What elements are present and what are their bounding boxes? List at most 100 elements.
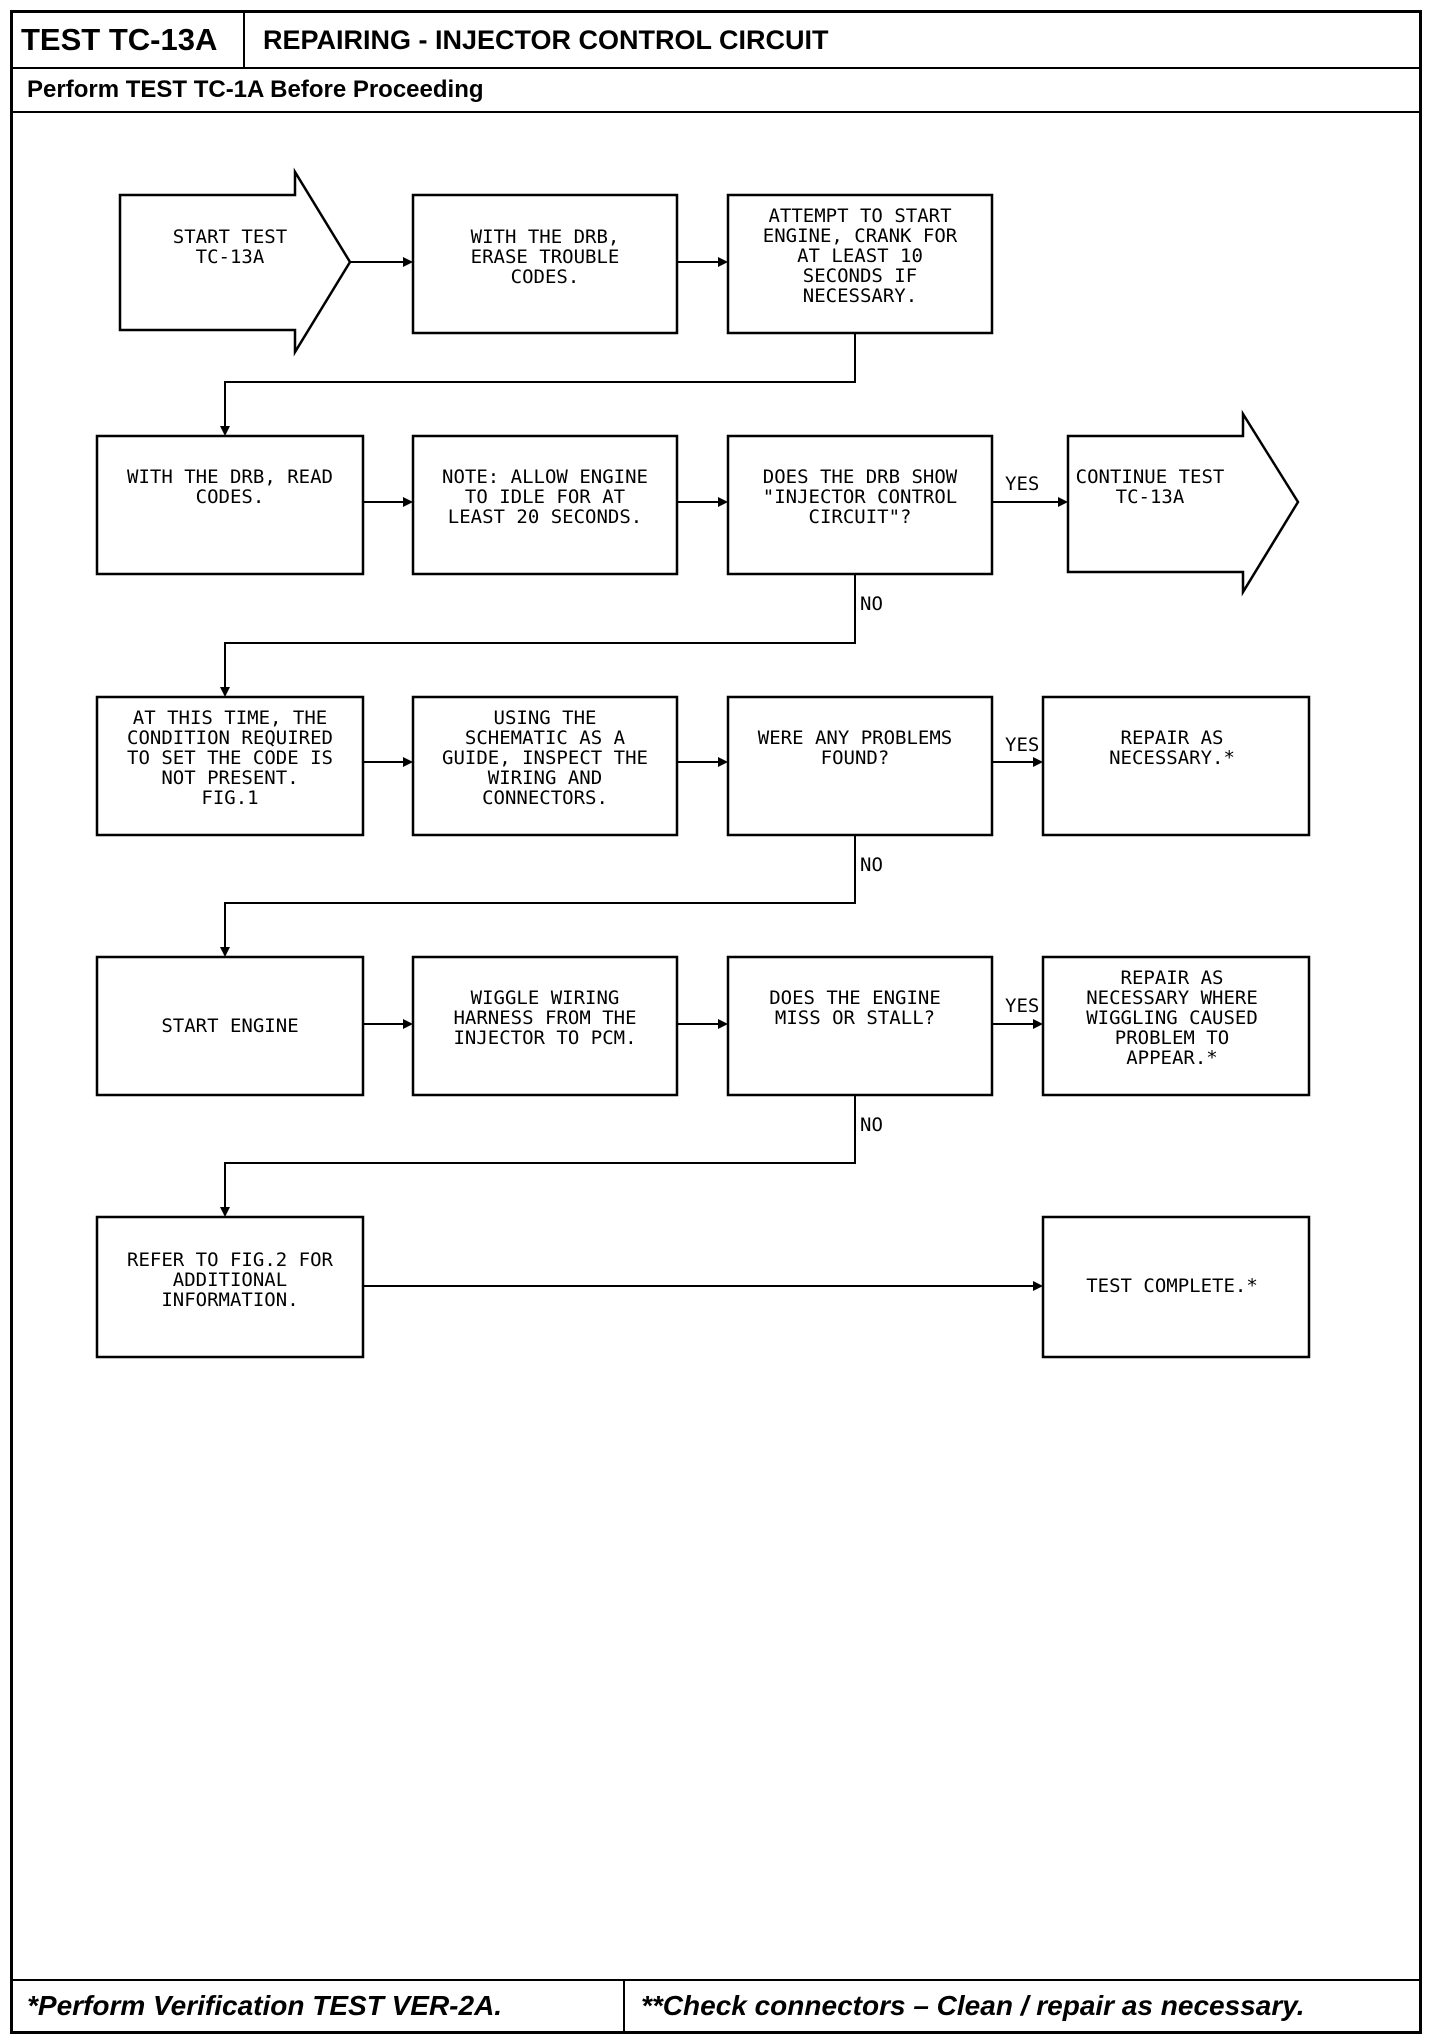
connector-arrowhead (220, 1207, 230, 1217)
box-text-line: REPAIR AS (1121, 967, 1224, 989)
box-text-line: TC-13A (196, 246, 265, 268)
box-text-line: CODES. (196, 486, 265, 508)
box-text-line: NOTE: ALLOW ENGINE (442, 466, 648, 488)
yes-label: YES (1005, 473, 1039, 495)
box-text-line: TO IDLE FOR AT (465, 486, 625, 508)
connector-arrowhead (718, 257, 728, 267)
box-text-line: DOES THE DRB SHOW (763, 466, 958, 488)
footnote-verification: *Perform Verification TEST VER-2A. (13, 1981, 625, 2031)
box-text-line: WIGGLING CAUSED (1086, 1007, 1258, 1029)
test-id: TEST TC-13A (13, 13, 245, 67)
document-sheet: TEST TC-13A REPAIRING - INJECTOR CONTROL… (10, 10, 1422, 2034)
erase-codes-box (411, 193, 679, 335)
box-text-line: SECONDS IF (803, 265, 917, 287)
continue-test-arrow (1066, 409, 1300, 597)
box-text-line: ATTEMPT TO START (768, 205, 951, 227)
connector-arrowhead (718, 497, 728, 507)
connector-arrowhead (718, 757, 728, 767)
box-text-line: TEST COMPLETE.* (1086, 1275, 1258, 1297)
box-text-line: CODES. (511, 266, 580, 288)
repair-necessary-box (1041, 695, 1311, 837)
box-text-line: WITH THE DRB, READ (127, 466, 333, 488)
box-text-line: CIRCUIT"? (809, 506, 912, 528)
box-text-line: REFER TO FIG.2 FOR (127, 1249, 333, 1271)
prerequisite-note: Perform TEST TC-1A Before Proceeding (13, 69, 1419, 113)
box-text-line: WERE ANY PROBLEMS (758, 727, 952, 749)
box-text-line: NECESSARY.* (1109, 747, 1235, 769)
idle-note-box (411, 434, 679, 576)
box-text-line: WIRING AND (488, 767, 602, 789)
box-text-line: SCHEMATIC AS A (465, 727, 626, 749)
box-text-line: MISS OR STALL? (775, 1007, 935, 1029)
connector-line (224, 574, 856, 689)
connector-line (224, 1095, 856, 1209)
inspect-wiring-box (411, 695, 679, 837)
yes-label: YES (1005, 734, 1039, 756)
no-label: NO (860, 593, 883, 615)
box-text-line: "INJECTOR CONTROL (763, 486, 957, 508)
connector-arrowhead (1033, 1019, 1043, 1029)
no-label: NO (860, 1114, 883, 1136)
refer-fig2-box (95, 1215, 365, 1359)
start-test-arrow (118, 167, 352, 357)
connector-arrowhead (1058, 497, 1068, 507)
box-text-line: CONNECTORS. (482, 787, 608, 809)
no-label: NO (860, 854, 883, 876)
connector-arrowhead (718, 1019, 728, 1029)
attempt-start-box (726, 193, 994, 335)
start-engine-box (95, 955, 365, 1097)
box-text-line: DOES THE ENGINE (769, 987, 941, 1009)
box-text-line: ADDITIONAL (173, 1269, 287, 1291)
connector-arrowhead (403, 1019, 413, 1029)
drb-show-decision-box (726, 434, 994, 576)
engine-miss-decision-box (726, 955, 994, 1097)
box-text-line: PROBLEM TO (1115, 1027, 1229, 1049)
box-text-line: WIGGLE WIRING (471, 987, 620, 1009)
test-complete-box (1041, 1215, 1311, 1359)
test-title: REPAIRING - INJECTOR CONTROL CIRCUIT (263, 25, 829, 55)
test-complete-text: TEST COMPLETE.* (1086, 1275, 1258, 1297)
box-text-line: REPAIR AS (1121, 727, 1224, 749)
repair-wiggle-box (1041, 955, 1311, 1097)
box-text-line: HARNESS FROM THE (453, 1007, 636, 1029)
box-text-line: AT THIS TIME, THE (133, 707, 327, 729)
box-text-line: LEAST 20 SECONDS. (448, 506, 642, 528)
box-text-line: INJECTOR TO PCM. (453, 1027, 636, 1049)
connector-arrowhead (403, 497, 413, 507)
box-text-line: NECESSARY WHERE (1086, 987, 1258, 1009)
box-text-line: INFORMATION. (161, 1289, 298, 1311)
box-text-line: AT LEAST 10 (797, 245, 923, 267)
box-text-line: FOUND? (821, 747, 890, 769)
connector-arrowhead (220, 687, 230, 697)
box-text-line: ENGINE, CRANK FOR (763, 225, 958, 247)
connector-arrowhead (1033, 1281, 1043, 1291)
footer-bar: *Perform Verification TEST VER-2A. **Che… (13, 1979, 1419, 2031)
box-text-line: CONDITION REQUIRED (127, 727, 333, 749)
box-text-line: CONTINUE TEST (1076, 466, 1225, 488)
start-engine-text: START ENGINE (161, 1015, 298, 1037)
box-text-line: NECESSARY. (803, 285, 917, 307)
condition-not-present-box (95, 695, 365, 837)
box-text-line: START ENGINE (161, 1015, 298, 1037)
connector-arrowhead (220, 947, 230, 957)
connector-arrowhead (220, 426, 230, 436)
box-text-line: NOT PRESENT. (161, 767, 298, 789)
box-text-line: WITH THE DRB, (471, 226, 620, 248)
header-bar: TEST TC-13A REPAIRING - INJECTOR CONTROL… (13, 13, 1419, 69)
